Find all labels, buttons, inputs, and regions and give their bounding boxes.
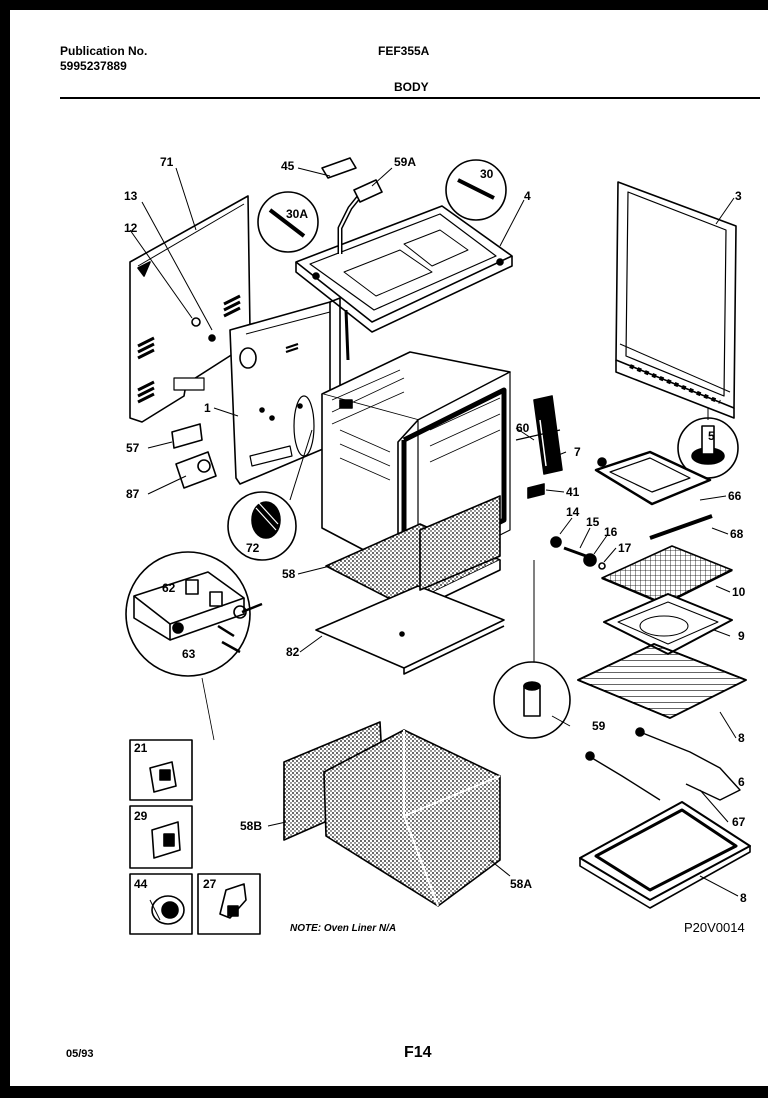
callout-63: 63 (182, 647, 196, 661)
callout-60: 60 (516, 421, 530, 435)
callout-87: 87 (126, 487, 140, 501)
callout-17: 17 (618, 541, 632, 555)
parts-box-29 (129, 805, 193, 869)
leader-lines (129, 167, 739, 897)
scan-border-top (0, 0, 768, 10)
callout-44: 44 (134, 877, 148, 891)
scan-border-left (0, 0, 10, 1098)
callout-68: 68 (730, 527, 744, 541)
callout-labels: 71 13 12 45 59A 30A 30 4 3 1 57 87 72 60… (124, 155, 747, 905)
storage-drawer-pan (579, 801, 751, 909)
bracket-57 (171, 423, 203, 449)
detail-5 (677, 408, 739, 479)
section-title: BODY (394, 80, 429, 94)
fittings (550, 536, 606, 570)
detail-30a (257, 191, 319, 253)
callout-4: 4 (524, 189, 531, 203)
callout-7: 7 (574, 445, 581, 459)
callout-1: 1 (204, 401, 211, 415)
scan-border-bottom (0, 1086, 768, 1098)
callout-10: 10 (732, 585, 746, 599)
publication-number: 5995237889 (60, 59, 127, 73)
callout-41: 41 (566, 485, 580, 499)
callout-59: 59 (592, 719, 606, 733)
callout-16: 16 (604, 525, 618, 539)
callout-57: 57 (126, 441, 140, 455)
callout-27: 27 (203, 877, 217, 891)
bottom-plate (315, 585, 505, 675)
detail-62-63 (125, 551, 263, 741)
callout-9: 9 (738, 629, 745, 643)
callout-8-rack: 8 (738, 731, 745, 745)
header-rule (60, 97, 760, 99)
callout-30a: 30A (286, 207, 308, 221)
bake-element-wire (585, 727, 741, 801)
detail-72 (227, 429, 313, 561)
callout-29: 29 (134, 809, 148, 823)
callout-3: 3 (735, 189, 742, 203)
callout-21: 21 (134, 741, 148, 755)
callout-58b: 58B (240, 819, 262, 833)
callout-66: 66 (728, 489, 742, 503)
back-panel (129, 195, 251, 423)
oven-door (615, 181, 737, 419)
rear-insulation (419, 495, 501, 591)
oven-liner-note: NOTE: Oven Liner N/A (290, 923, 397, 934)
burner-tube (321, 157, 383, 361)
callout-5: 5 (708, 429, 715, 443)
detail-59 (493, 560, 571, 739)
callout-82: 82 (286, 645, 300, 659)
parts-box-44 (129, 873, 193, 935)
element-60 (515, 395, 563, 475)
diagram-code: P20V0014 (684, 920, 745, 935)
rod-68 (649, 514, 713, 540)
callout-12: 12 (124, 221, 138, 235)
callout-15: 15 (586, 515, 600, 529)
broil-pan (603, 593, 733, 655)
callout-13: 13 (124, 189, 138, 203)
callout-58: 58 (282, 567, 296, 581)
callout-8-drawer: 8 (740, 891, 747, 905)
parts-box-21 (129, 739, 193, 801)
bracket-41 (527, 483, 545, 499)
parts-box-27 (197, 873, 261, 935)
bracket-87 (175, 451, 217, 489)
callout-62: 62 (162, 581, 176, 595)
oven-rack (577, 643, 747, 719)
top-frame (295, 205, 513, 333)
callout-67: 67 (732, 815, 746, 829)
callout-30: 30 (480, 167, 494, 181)
callout-14: 14 (566, 505, 580, 519)
publication-label: Publication No. (60, 44, 148, 58)
callout-72: 72 (246, 541, 260, 555)
callout-6: 6 (738, 775, 745, 789)
callout-71: 71 (160, 155, 174, 169)
insulation-58a (323, 729, 501, 907)
detail-30 (445, 159, 507, 221)
callout-58a: 58A (510, 877, 532, 891)
footer-date: 05/93 (66, 1048, 94, 1060)
broil-element (594, 450, 712, 506)
model-number: FEF355A (378, 44, 430, 58)
callout-59a: 59A (394, 155, 416, 169)
callout-45: 45 (281, 159, 295, 173)
footer-page: F14 (404, 1044, 432, 1061)
